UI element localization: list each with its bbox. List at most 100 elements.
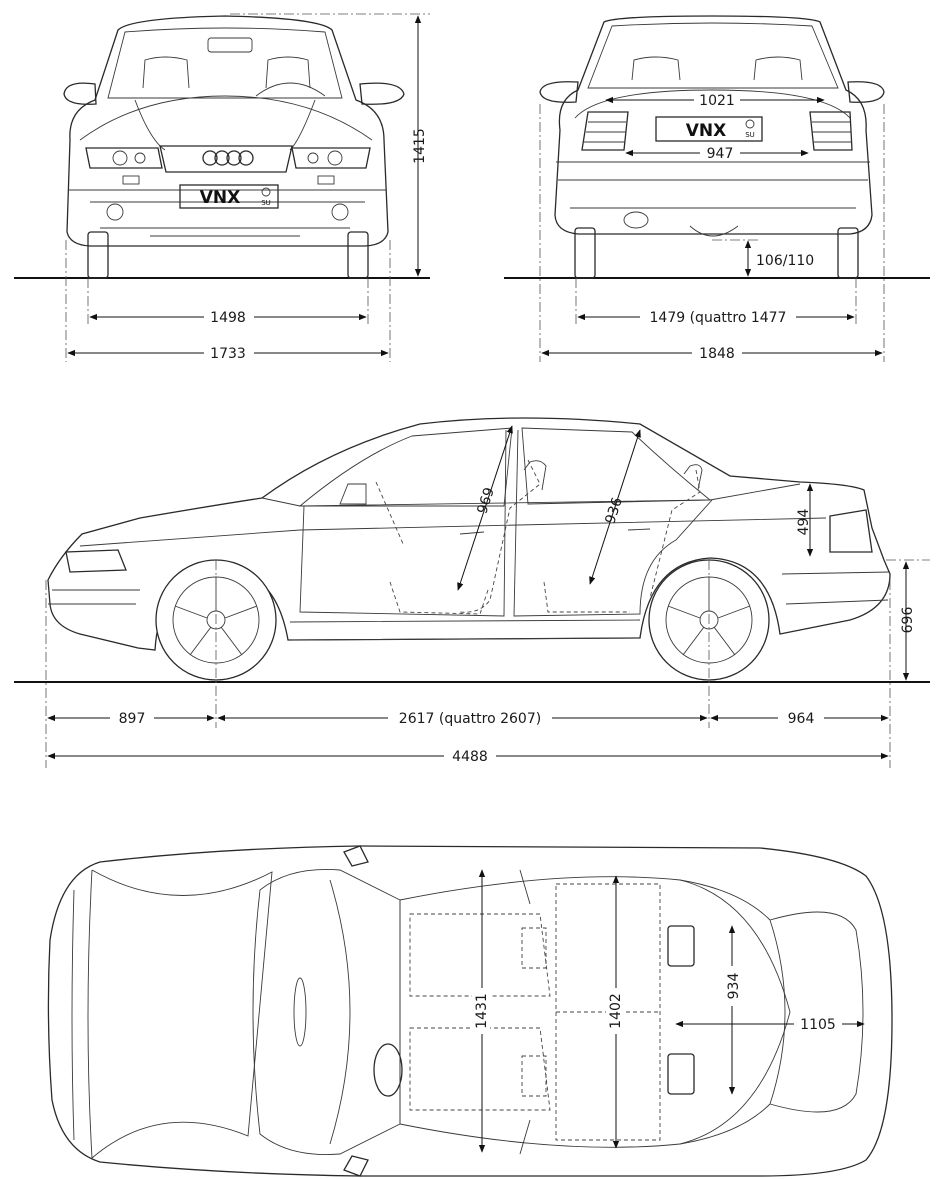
side-window-front	[298, 427, 513, 507]
front-mirror-right	[359, 82, 405, 105]
front-width-label: 1733	[210, 346, 246, 362]
rear-trunk-lid	[574, 89, 851, 119]
front-bumper	[68, 189, 386, 237]
side-rear-door	[513, 429, 713, 617]
front-grille	[159, 145, 293, 173]
front-foglight-right	[331, 203, 349, 221]
side-boot-height-label: 494	[796, 509, 812, 536]
rear-mirror-right	[847, 81, 885, 103]
rear-plate-text: VNX	[686, 121, 727, 141]
rear-taillight-left	[581, 111, 629, 151]
top-rear-window	[679, 879, 786, 1145]
rear-plate-region: SU	[745, 131, 755, 139]
front-plate-text: VNX	[200, 188, 241, 208]
audi-rings-logo	[202, 150, 254, 166]
side-rear-headroom-dim-line	[589, 429, 641, 585]
top-body-outline	[47, 845, 893, 1177]
front-headlight-right	[291, 147, 371, 169]
top-headrest-right	[521, 1055, 547, 1097]
rear-plate-emblem	[745, 119, 755, 129]
side-front-headroom-dim-line	[457, 425, 513, 591]
rear-mirror-left	[539, 81, 579, 103]
rear-exhaust	[623, 211, 649, 229]
rear-view: VNX SU 1021 947 106/110 1479 (quattro 14…	[504, 15, 930, 362]
top-mirror-left	[343, 845, 369, 867]
side-front-bumper	[48, 589, 140, 605]
front-mirror-left	[63, 82, 97, 105]
front-hood-crease	[134, 99, 316, 151]
front-mirror-housing	[207, 37, 253, 53]
rear-license-plate	[655, 116, 763, 142]
top-front-width-label: 1431	[474, 993, 490, 1029]
side-sill	[289, 619, 641, 641]
side-front-headrest	[523, 460, 547, 491]
rear-lower-width-label: 947	[707, 146, 734, 162]
rear-diff	[689, 225, 739, 237]
front-plate-emblem	[261, 187, 271, 197]
side-door-handle-rear	[627, 528, 651, 531]
side-front-headroom-label: 969	[474, 486, 497, 516]
steering-wheel	[255, 82, 326, 97]
side-view: 969 936 494 696 897 2617 (quattro 2607) …	[14, 417, 930, 768]
front-headlight-left-lamp	[112, 150, 128, 166]
front-wheel-right	[347, 231, 369, 279]
top-roof	[399, 876, 791, 1148]
front-view: VNX SU 1415 1498 1733	[14, 13, 430, 362]
side-rear-bumper	[781, 571, 891, 605]
rear-taillight-right	[809, 111, 853, 151]
front-seat-left	[142, 56, 190, 89]
side-rear-headrest	[683, 464, 703, 491]
top-front-seat-left	[409, 913, 551, 997]
front-plate-region: SU	[261, 199, 271, 207]
side-rear-height-label: 696	[900, 607, 916, 634]
top-mirror-right	[343, 1155, 369, 1177]
front-wheel-left	[87, 231, 109, 279]
top-boot-length-label: 1105	[800, 1017, 836, 1033]
top-rear-headrest-left	[667, 925, 695, 967]
rear-window	[587, 22, 839, 89]
front-headlight-left	[85, 147, 163, 169]
top-dash-vent	[293, 977, 307, 1047]
side-front-door	[299, 429, 507, 617]
side-wheelbase-label: 2617 (quattro 2607)	[399, 711, 541, 727]
front-hood	[79, 95, 373, 141]
front-turn-signal-left	[122, 175, 140, 185]
side-front-overhang-label: 897	[119, 711, 146, 727]
front-headlight-left-lamp2	[134, 152, 146, 164]
top-steering-wheel	[373, 1043, 403, 1097]
side-front-seat	[389, 459, 541, 615]
rear-headrest-right	[753, 56, 803, 81]
rear-track-label: 1479 (quattro 1477	[650, 310, 787, 326]
side-beltline	[79, 517, 827, 547]
front-headlight-right-lamp	[327, 150, 343, 166]
side-rear-overhang-label: 964	[788, 711, 815, 727]
front-height-label: 1415	[412, 128, 428, 164]
rear-headrest-left	[631, 56, 681, 81]
top-hood	[71, 869, 273, 1159]
top-front-seat-right	[409, 1027, 551, 1111]
top-boot-width-label: 934	[726, 973, 742, 1000]
top-view: 1431 1402 934 1105	[47, 845, 893, 1177]
rear-width-label: 1848	[699, 346, 735, 362]
top-rear-headrest-right	[667, 1053, 695, 1095]
top-rear-width-label: 1402	[608, 993, 624, 1029]
side-rear-seat	[543, 469, 701, 613]
side-window-rear	[521, 427, 712, 505]
side-rear-headroom-label: 936	[602, 496, 626, 526]
side-roofline	[261, 483, 801, 507]
front-seat-right	[265, 56, 311, 89]
top-windshield	[252, 869, 401, 1155]
front-turn-signal-right	[317, 175, 335, 185]
top-sunroof-edge	[519, 869, 531, 1155]
side-door-handle-front	[459, 531, 485, 535]
rear-clearance-label: 106/110	[756, 253, 814, 269]
rear-wheel-left	[574, 227, 596, 279]
top-headrest-left	[521, 927, 547, 969]
front-body-outline	[66, 15, 389, 247]
front-license-plate	[179, 184, 279, 209]
top-dashboard	[329, 879, 351, 1145]
top-trunk	[769, 911, 864, 1113]
front-foglight-left	[106, 203, 124, 221]
side-mirror	[339, 483, 367, 505]
